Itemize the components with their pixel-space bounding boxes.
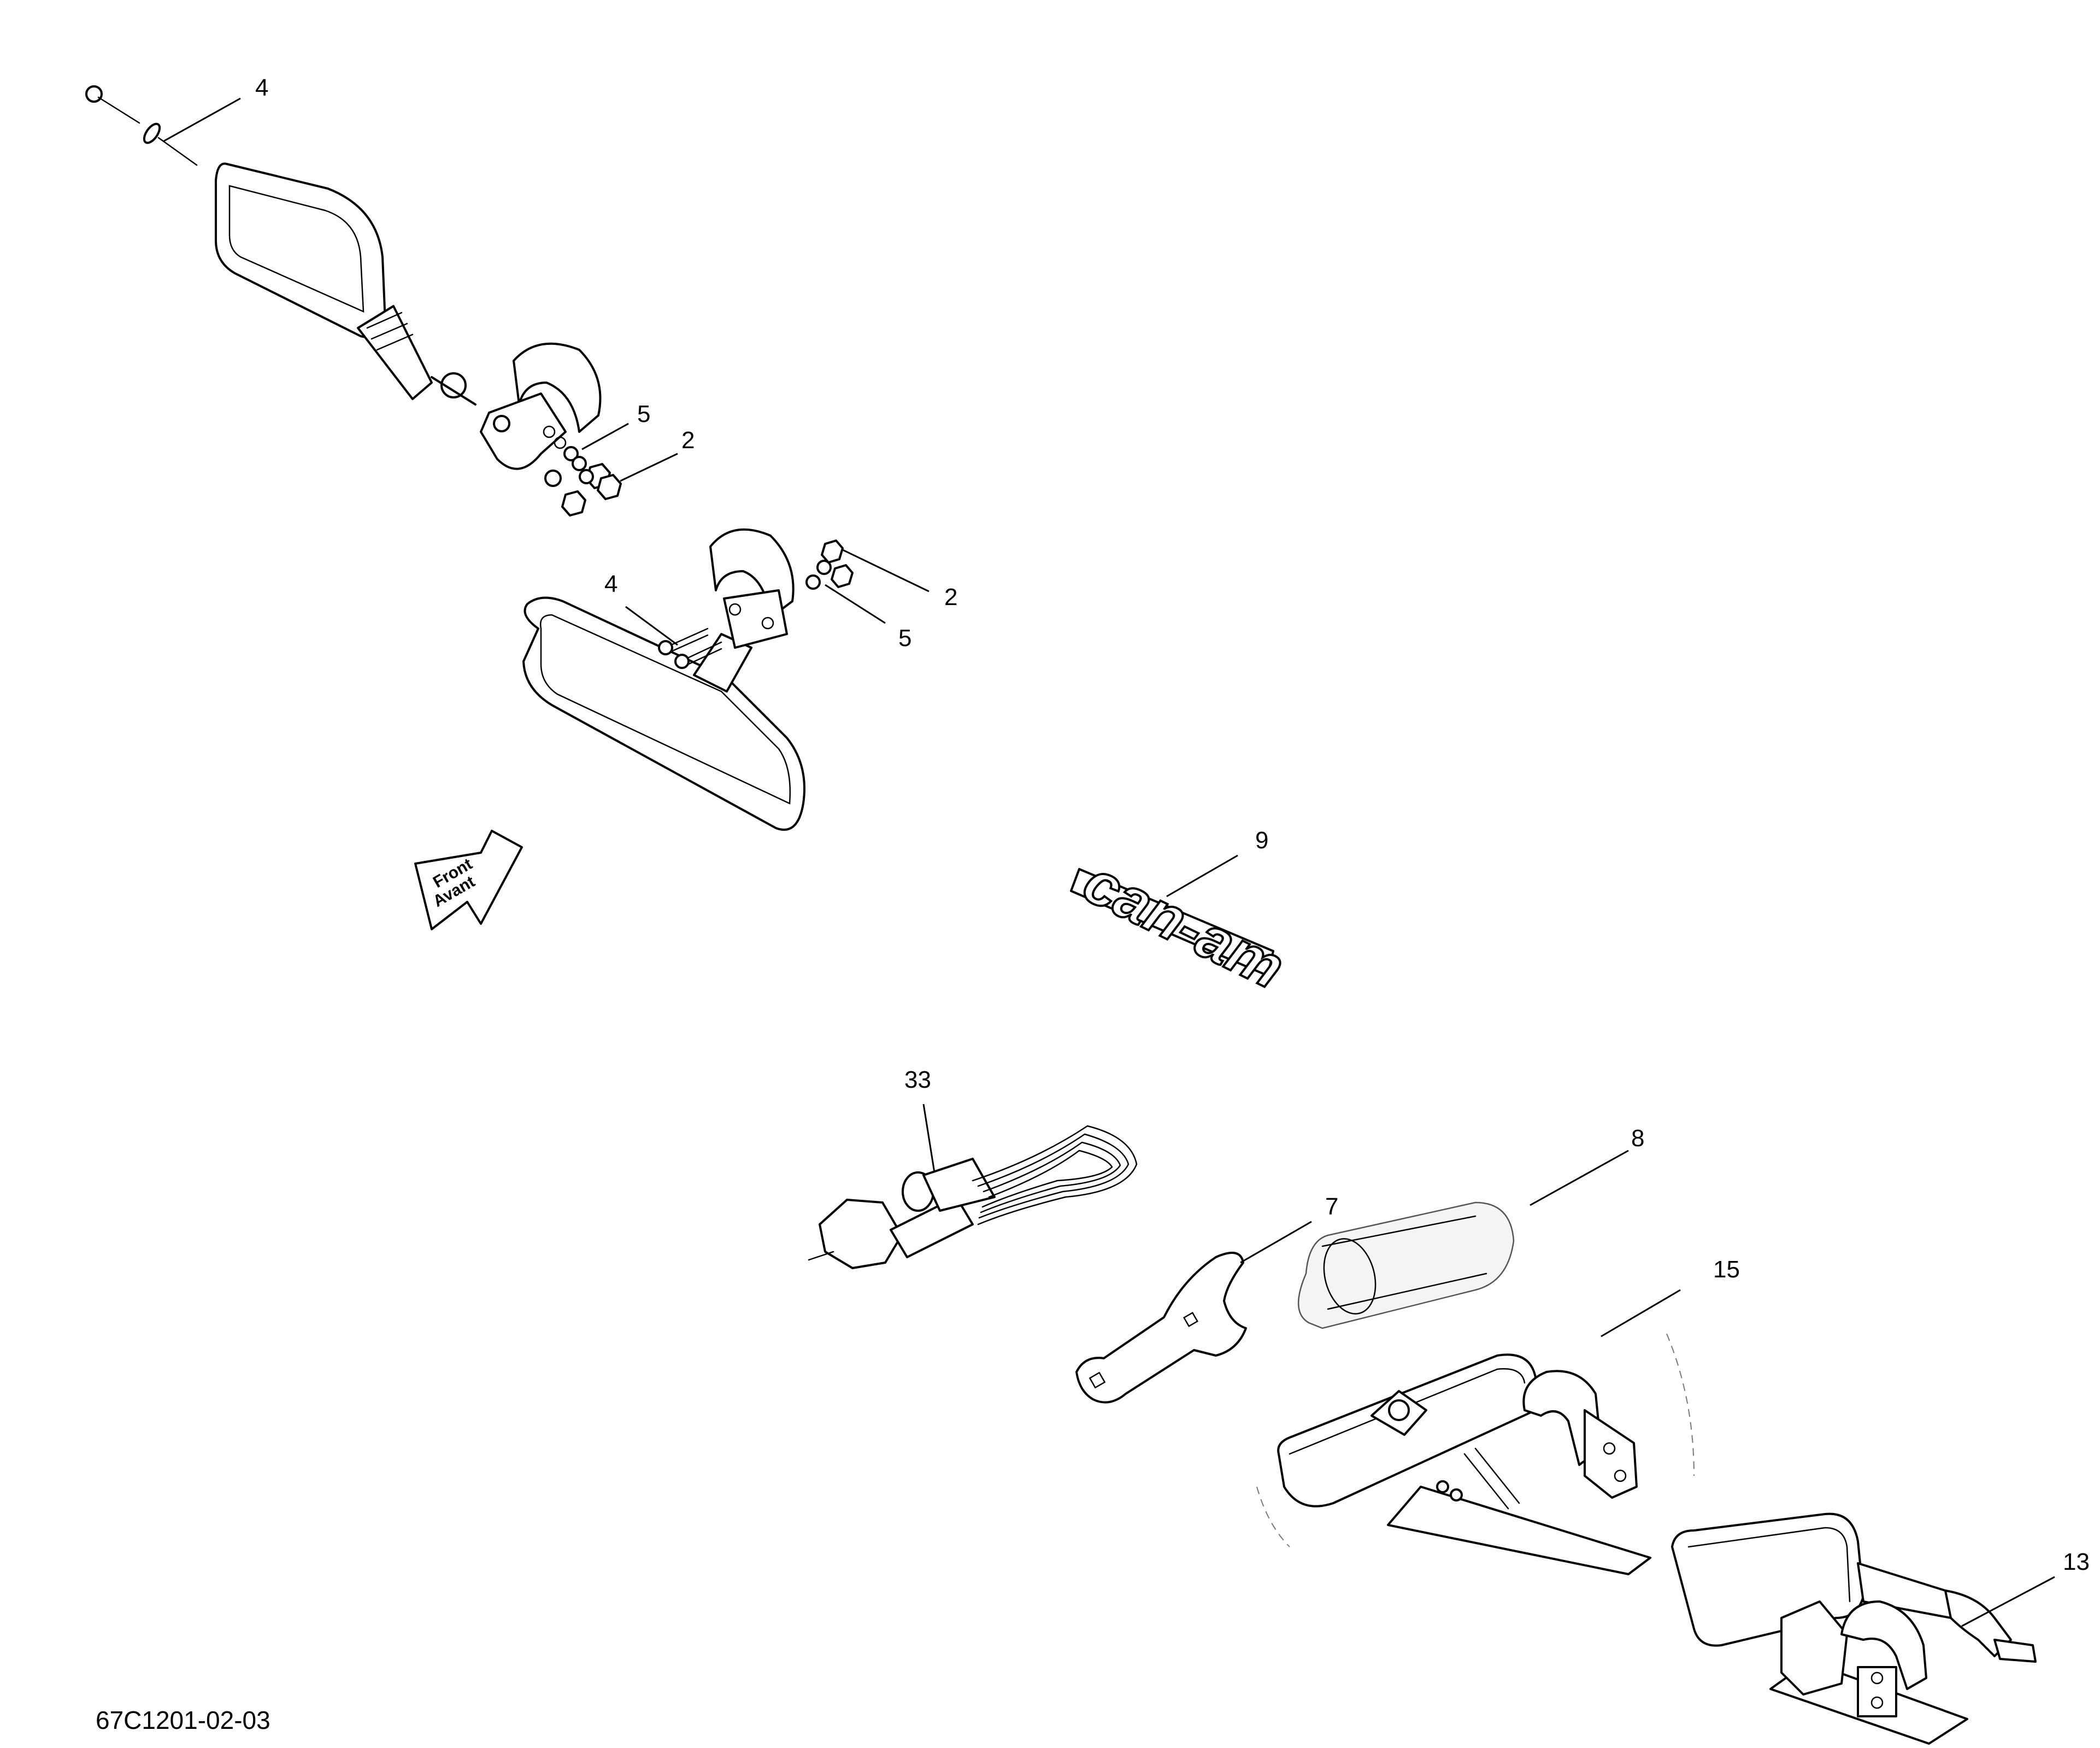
leader-2-center — [841, 548, 930, 593]
callout-4-center: 4 — [604, 571, 617, 597]
rearview-mirror-center — [522, 528, 805, 831]
leader-4-top — [163, 97, 241, 142]
protective-sleeve-part-8 — [1297, 1201, 1515, 1329]
callout-7: 7 — [1325, 1193, 1338, 1220]
side-mirror-left — [85, 85, 602, 470]
mirror-kit-part-15 — [1256, 1333, 1695, 1575]
leader-2-top — [620, 453, 678, 482]
spanner-wrench-part-7 — [1075, 1252, 1247, 1404]
leader-9 — [1166, 854, 1238, 898]
logo-text: can-am — [1073, 848, 1294, 1002]
drawing-number: 67C1201-02-03 — [96, 1706, 270, 1734]
leader-15 — [1601, 1289, 1681, 1338]
leader-5-top — [581, 423, 629, 450]
leader-13 — [1961, 1576, 2055, 1627]
leader-33 — [922, 1104, 936, 1173]
callout-4-top: 4 — [255, 74, 268, 101]
callout-2-top: 2 — [681, 427, 695, 454]
decal-logo-part-9: can-am — [1070, 847, 1296, 1003]
bolt-part-4-top — [85, 85, 198, 166]
hardware-parts-2-5-center — [805, 539, 854, 590]
callout-labels: 4 5 2 4 2 5 9 33 8 7 15 13 — [255, 74, 2090, 1575]
callout-9: 9 — [1255, 827, 1268, 854]
leader-7 — [1240, 1221, 1312, 1264]
power-cable-part-33 — [808, 1125, 1138, 1269]
callout-13: 13 — [2063, 1548, 2090, 1575]
leader-5-center — [825, 584, 886, 624]
mirror-kit-part-13 — [1671, 1512, 2037, 1745]
leader-8 — [1530, 1149, 1629, 1206]
front-direction-arrow: Front Avant — [414, 830, 523, 930]
callout-2-center: 2 — [944, 584, 957, 611]
callout-33: 33 — [904, 1066, 931, 1093]
callout-5-top: 5 — [637, 401, 650, 427]
callout-15: 15 — [1713, 1256, 1740, 1283]
leader-4-center — [625, 606, 678, 646]
leader-lines — [163, 97, 2055, 1627]
callout-5-center: 5 — [898, 625, 911, 652]
callout-8: 8 — [1631, 1125, 1644, 1152]
hardware-parts-5-2-top — [544, 446, 622, 517]
